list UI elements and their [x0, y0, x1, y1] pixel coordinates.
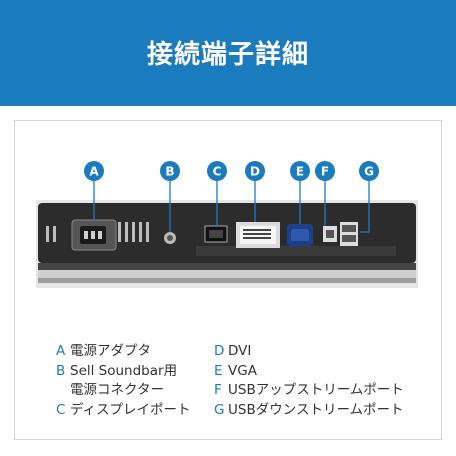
vga-port: [287, 224, 313, 246]
usb-upstream-port: [323, 226, 337, 242]
svg-text:C: C: [213, 165, 222, 179]
leader-lines: [93, 181, 370, 233]
marker-A: A: [84, 161, 104, 181]
legend-letter: A: [56, 343, 66, 359]
svg-text:B: B: [165, 165, 174, 179]
marker-D: D: [245, 161, 265, 181]
legend-label: USBアップストリームポート: [228, 382, 404, 398]
soundbar-power-port: [164, 232, 176, 244]
legend-letter: B: [56, 362, 66, 379]
page-title: 接続端子詳細: [146, 40, 309, 70]
legend-label: DVI: [228, 343, 252, 359]
header-banner: 接続端子詳細: [0, 0, 456, 106]
legend-item: 電源コネクター: [56, 381, 191, 401]
svg-text:D: D: [250, 165, 260, 179]
legend-label: 電源コネクター: [70, 382, 164, 398]
legend-label: VGA: [228, 362, 257, 379]
content-frame: [14, 120, 442, 440]
svg-text:E: E: [296, 165, 304, 179]
marker-E: E: [290, 161, 310, 181]
legend-letter: D: [214, 343, 225, 359]
displayport-port: [204, 225, 228, 243]
power-inlet: [71, 219, 117, 251]
svg-text:F: F: [321, 165, 329, 179]
marker-G: G: [359, 161, 379, 181]
legend-item: F USBアップストリームポート: [214, 381, 404, 401]
legend-item: E VGA: [214, 362, 404, 382]
marker-F: F: [315, 161, 335, 181]
marker-B: B: [160, 161, 180, 181]
svg-text:G: G: [364, 165, 374, 179]
dvi-port: [236, 222, 280, 248]
legend-letter: C: [56, 401, 66, 418]
svg-text:A: A: [89, 165, 99, 179]
usb-downstream-ports: [340, 222, 358, 246]
marker-C: C: [207, 161, 227, 181]
legend-label: ディスプレイポート: [70, 401, 191, 418]
legend-label: 電源アダプタ: [70, 343, 151, 359]
legend-letter: E: [214, 362, 223, 379]
legend-letter: F: [214, 382, 222, 398]
legend-letter: G: [214, 401, 225, 418]
legend-label: USBダウンストリームポート: [228, 401, 404, 418]
legend-label: Sell Soundbar用: [70, 362, 178, 379]
